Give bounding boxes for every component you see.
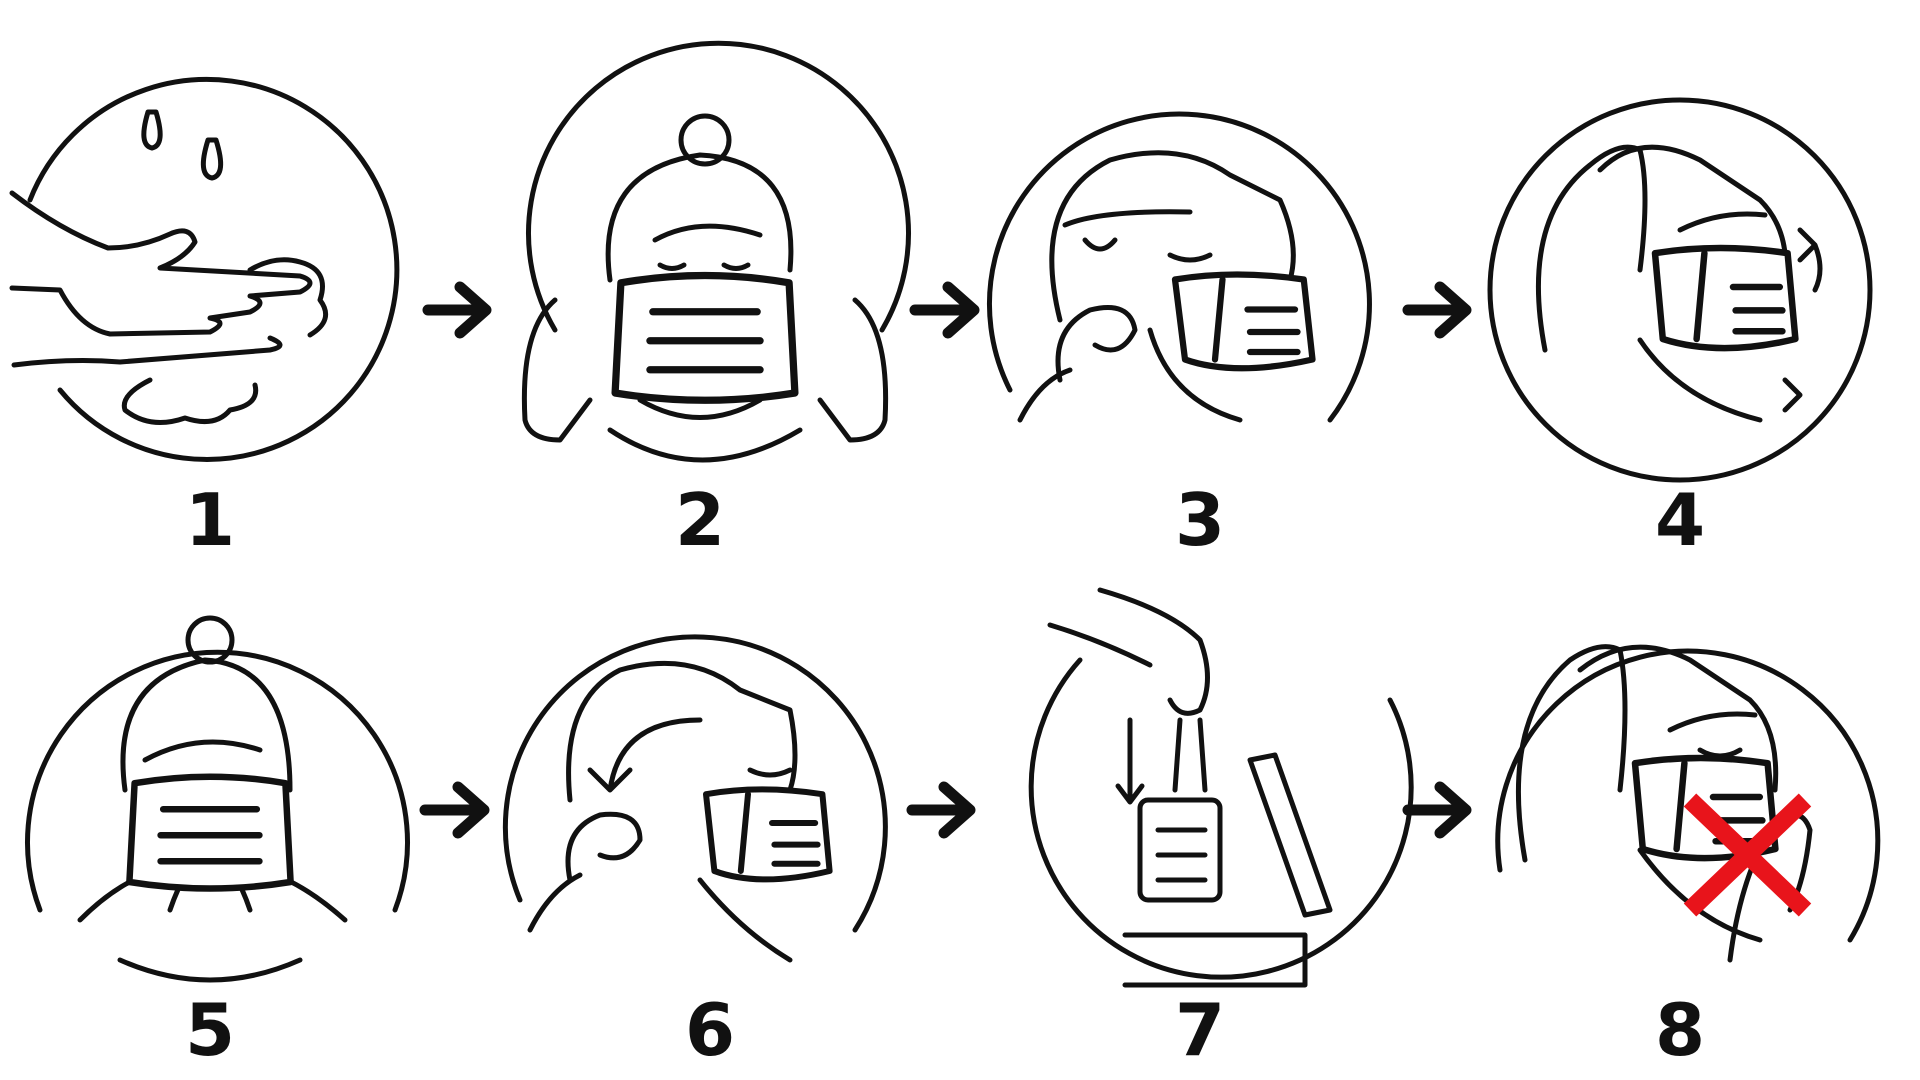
step-6: 6 xyxy=(502,634,888,1072)
ear-loop-icon xyxy=(986,111,1372,423)
do-not-touch-mask-icon xyxy=(1495,644,1881,963)
step-5: 5 xyxy=(25,615,410,1072)
arrow-right-icon xyxy=(1402,781,1472,839)
step-3: 3 xyxy=(986,111,1372,562)
step-number: 2 xyxy=(675,478,725,562)
step-4: 4 xyxy=(1487,97,1873,562)
arrow-right-icon xyxy=(422,281,492,339)
mask-icon xyxy=(129,777,290,889)
step-number: 3 xyxy=(1175,478,1225,562)
remove-mask-icon xyxy=(502,634,888,963)
step-number: 6 xyxy=(685,988,735,1072)
arrow-right-icon xyxy=(909,281,980,339)
arrow-right-icon xyxy=(1402,281,1472,339)
step-number: 7 xyxy=(1175,988,1225,1072)
hand-washing-icon xyxy=(9,76,400,462)
step-2: 2 xyxy=(521,40,911,562)
arrow-right-icon xyxy=(419,781,490,839)
step-number: 8 xyxy=(1655,988,1705,1072)
step-number: 5 xyxy=(185,988,235,1072)
dispose-mask-icon xyxy=(1028,587,1414,988)
step-number: 1 xyxy=(185,478,235,562)
hold-mask-icon xyxy=(521,40,911,463)
red-x-icon xyxy=(1683,793,1812,917)
mask-icon xyxy=(615,276,795,401)
step-1: 1 xyxy=(9,76,400,562)
step-8: 8 xyxy=(1495,644,1881,1072)
step-7: 7 xyxy=(1028,587,1414,1072)
step-number: 4 xyxy=(1655,478,1705,562)
adjust-mask-icon xyxy=(1487,97,1873,483)
arrow-right-icon xyxy=(906,781,976,839)
